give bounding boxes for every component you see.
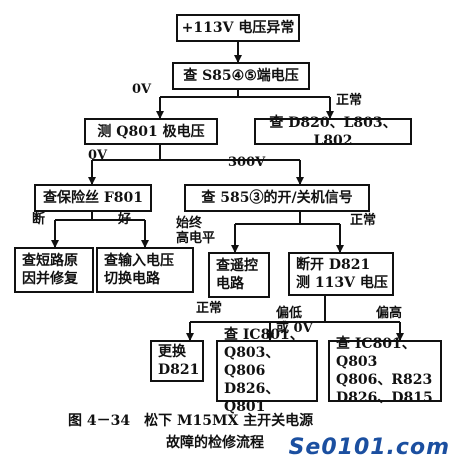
box-measure-q801: 测 Q801 极电压 <box>84 118 218 145</box>
box-check-ic801-low: 查 IC801、 Q803、Q806 D826、Q801 <box>216 327 318 415</box>
watermark-logo: Se0101.com <box>288 435 450 460</box>
label-low-or-0v: 偏低 或 0V <box>276 306 313 336</box>
label-0v-top: 0V <box>132 82 152 97</box>
box-check-input: 查输入电压 切换电路 <box>96 247 194 293</box>
label-high: 偏高 <box>376 306 403 321</box>
box-check-fuse: 查保险丝 F801 <box>34 184 152 212</box>
box-check-585: 查 585③的开/关机信号 <box>184 184 370 212</box>
label-normal-top: 正常 <box>336 93 363 108</box>
label-normal-mid: 正常 <box>350 213 377 228</box>
box-start: +113V 电压异常 <box>176 14 300 42</box>
box-check-d820: 查 D820、L803、L802 <box>254 115 412 149</box>
label-broken: 断 <box>32 212 46 227</box>
label-300v: 300V <box>228 155 266 170</box>
figure-caption-line2: 故障的检修流程 <box>166 435 264 451</box>
box-disconnect-d821: 断开 D821 测 113V 电压 <box>288 252 394 296</box>
box-check-ic801-high: 查 IC801、Q803 Q806、R823 D826、D815 <box>328 336 442 406</box>
box-check-short: 查短路原 因并修复 <box>14 247 94 293</box>
figure-caption-line1: 图 4－34 松下 M15MX 主开关电源 <box>68 413 314 429</box>
label-good: 好 <box>118 212 132 227</box>
box-check-s85: 查 S85④⑤端电压 <box>172 62 310 90</box>
label-0v-mid: 0V <box>88 148 108 163</box>
box-replace-d821: 更换 D821 <box>150 340 204 382</box>
label-always-high: 始终 高电平 <box>176 216 216 246</box>
box-check-remote: 查遥控 电路 <box>208 252 270 298</box>
label-normal-bottom: 正常 <box>196 301 223 316</box>
